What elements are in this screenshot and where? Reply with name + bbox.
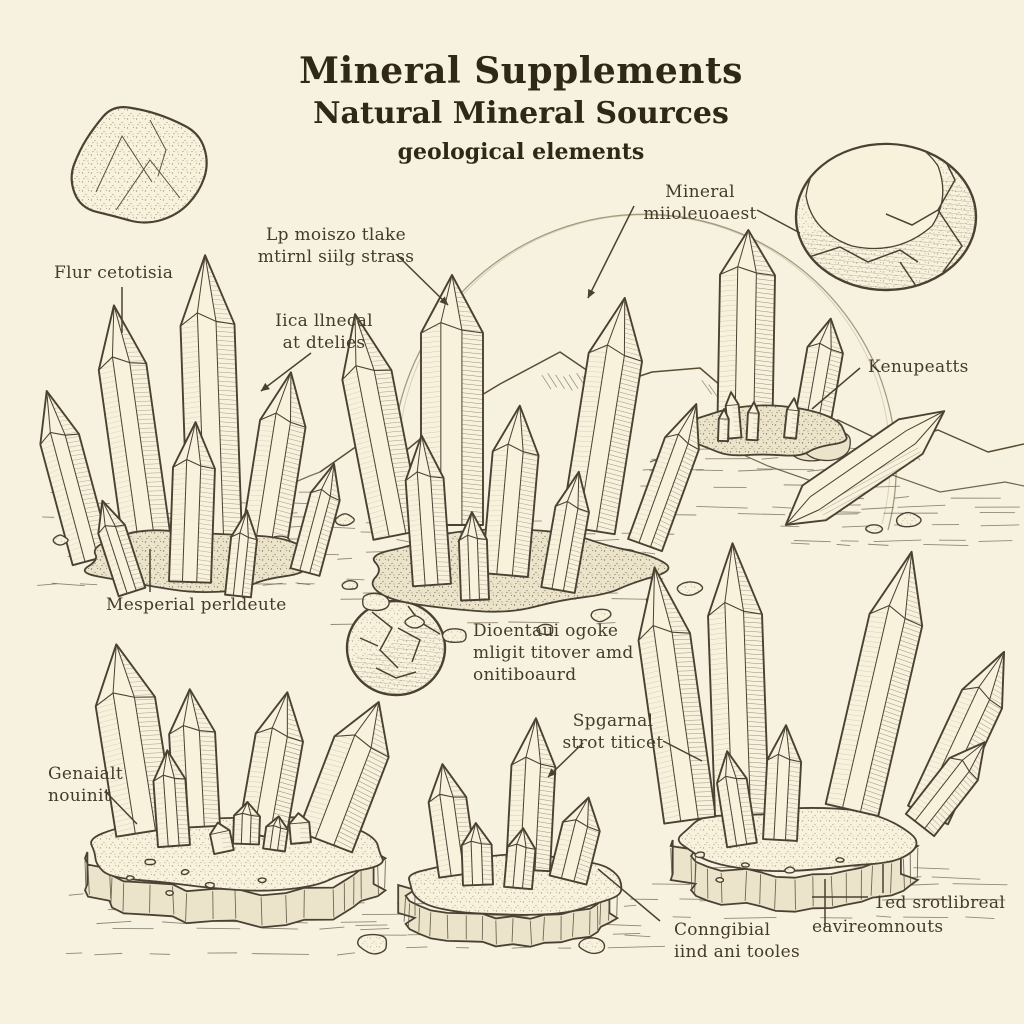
crystal-cluster-bottom-left	[84, 643, 390, 929]
label-genaialt-line1: Genaialt	[48, 764, 123, 784]
label-genaialt: Genaialt nouinit	[48, 764, 123, 808]
crystal-cluster-center	[341, 274, 704, 643]
leader-line	[260, 352, 312, 392]
label-flur-line1: Flur cetotisia	[54, 263, 174, 283]
label-eavireomnouts-line1: eavireomnouts	[812, 917, 944, 937]
label-iica-line1: Iica llnecal	[275, 311, 373, 331]
label-conngibial-line1: Conngibial	[674, 920, 771, 940]
crystal-cluster-bottom-center	[357, 717, 623, 955]
rock-nugget	[70, 106, 208, 224]
leader-line	[547, 742, 584, 778]
label-spgarnal-line2: strot titicet	[562, 732, 664, 753]
cracked-mineral-orb	[794, 142, 978, 292]
leader-line	[597, 868, 661, 922]
label-lp-line1: Lp moiszo tlake	[266, 225, 406, 245]
label-conngibial: Conngibial iind ani tooles	[674, 920, 800, 964]
leader-line	[104, 790, 138, 825]
crystal-cluster-left	[39, 254, 355, 599]
leader-lines	[104, 205, 884, 927]
label-spgarnal-line1: Spgarnal	[572, 711, 654, 731]
label-dioentaui-line1: Dioentaui ogoke	[473, 621, 619, 641]
label-mineral: Mineral miioleuoaest	[643, 182, 756, 226]
label-lp-line2: mtirnl siilg strass	[257, 246, 415, 267]
leader-line	[662, 740, 703, 762]
page-subtitle: Natural Mineral Sources	[313, 96, 729, 131]
page-tagline: geological elements	[397, 139, 645, 165]
leader-line	[756, 209, 801, 234]
label-mesperial: Mesperial perldeute	[106, 595, 287, 617]
label-dioentaui: Dioentaui ogoke mligit titover amd oniti…	[473, 621, 634, 686]
label-genaialt-line2: nouinit	[48, 785, 111, 806]
label-flur: Flur cetotisia	[54, 263, 173, 285]
label-kenupeatts: Kenupeatts	[868, 357, 969, 379]
label-eavireomnouts: eavireomnouts	[812, 917, 943, 939]
leader-line	[811, 367, 861, 410]
crystal-cluster-bottom-right	[637, 542, 1006, 913]
label-srotlibreal: 1ed srotlibreal	[874, 893, 1005, 915]
label-mineral-line1: Mineral	[665, 182, 735, 202]
label-lp: Lp moiszo tlake mtirnl siilg strass	[258, 225, 415, 269]
label-conngibial-line2: iind ani tooles	[674, 941, 801, 962]
label-mineral-line2: miioleuoaest	[643, 203, 757, 224]
label-mesperial-line1: Mesperial perldeute	[106, 595, 287, 615]
label-iica: Iica llnecal at dtelies	[275, 311, 373, 355]
label-iica-line2: at dtelies	[282, 332, 366, 353]
label-srotlibreal-line1: 1ed srotlibreal	[874, 893, 1006, 913]
leader-line	[395, 253, 449, 306]
lying-crystal	[784, 410, 946, 534]
label-dioentaui-line2: mligit titover amd	[473, 642, 634, 663]
page-title: Mineral Supplements	[299, 50, 743, 92]
label-dioentaui-line3: onitiboaurd	[473, 664, 577, 685]
leader-line	[587, 205, 635, 299]
sun-circle	[391, 213, 897, 531]
small-cracked-sphere	[345, 599, 447, 697]
label-kenupeatts-line1: Kenupeatts	[868, 357, 969, 377]
title-block: Mineral Supplements Natural Mineral Sour…	[141, 50, 901, 165]
label-spgarnal: Spgarnal strot titicet	[562, 711, 663, 755]
obelisk-crystals-on-mound	[672, 229, 861, 475]
